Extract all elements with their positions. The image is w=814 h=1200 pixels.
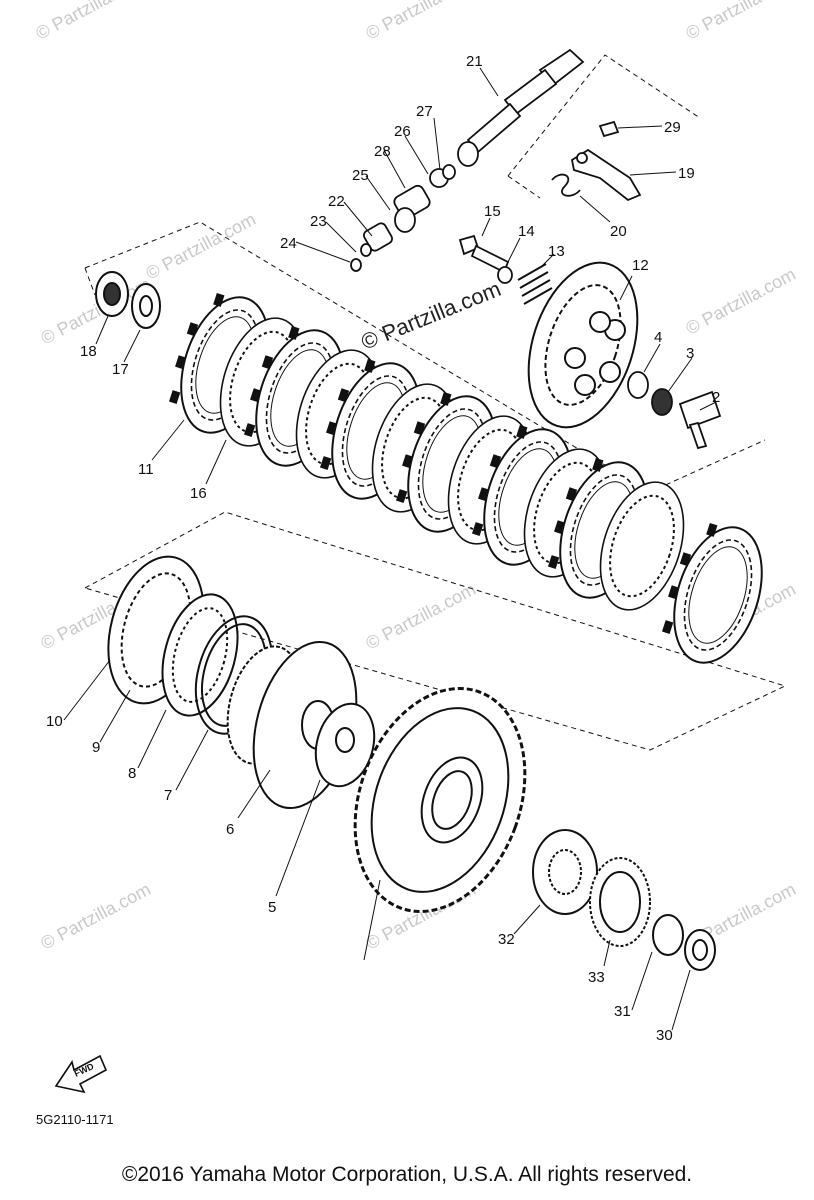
watermark-text: © Partzilla.com — [362, 579, 478, 654]
callout-8: 8 — [128, 765, 136, 782]
callout-13: 13 — [548, 243, 565, 260]
primary-driven-gear — [353, 687, 527, 913]
watermark-text: © Partzilla.com — [682, 0, 798, 44]
clutch-spring — [517, 263, 553, 305]
callout-27: 27 — [416, 103, 433, 120]
clutch-lever-group — [551, 120, 642, 202]
callout-17: 17 — [112, 361, 129, 378]
callout-23: 23 — [310, 213, 327, 230]
watermark-text: © Partzilla.com — [358, 276, 505, 355]
callout-29: 29 — [664, 119, 681, 136]
callout-20: 20 — [610, 223, 627, 240]
callout-24: 24 — [280, 235, 297, 252]
callout-33: 33 — [588, 969, 605, 986]
callout-18: 18 — [80, 343, 97, 360]
callout-26: 26 — [394, 123, 411, 140]
callout-32: 32 — [498, 931, 515, 948]
cushion-ring-set — [107, 555, 274, 735]
watermark-text: © Partzilla.com — [32, 0, 148, 44]
clutch-pack-outline-lower — [84, 267, 651, 501]
push-rod-assembly — [350, 48, 585, 272]
pressure-plate — [527, 261, 639, 429]
bolt — [458, 234, 513, 284]
callout-16: 16 — [190, 485, 207, 502]
callout-7: 7 — [164, 787, 172, 804]
washer — [684, 929, 716, 971]
forward-arrow-icon: FWD — [54, 1054, 108, 1094]
lever-group-outline — [507, 54, 701, 199]
callout-19: 19 — [678, 165, 695, 182]
watermark-text: © Partzilla.com — [37, 879, 153, 954]
callout-31: 31 — [614, 1003, 631, 1020]
copyright-notice: ©2016 Yamaha Motor Corporation, U.S.A. A… — [121, 1163, 693, 1186]
leader-lines — [63, 67, 717, 1031]
drawing-code: 5G2110-1171 — [36, 1112, 114, 1127]
callout-22: 22 — [328, 193, 345, 210]
watermark-text: © Partzilla.com — [362, 0, 478, 44]
callout-11: 11 — [138, 461, 154, 478]
callout-15: 15 — [484, 203, 501, 220]
callout-14: 14 — [518, 223, 535, 240]
callout-4: 4 — [654, 329, 662, 346]
bearing — [532, 829, 598, 915]
clutch-pack-outline — [84, 221, 766, 493]
thrust-washer — [314, 702, 376, 788]
callout-28: 28 — [374, 143, 391, 160]
lock-washer — [131, 283, 161, 329]
callout-10: 10 — [46, 713, 63, 730]
callout-6: 6 — [226, 821, 234, 838]
callout-2: 2 — [712, 389, 720, 406]
clutch-plate-stack — [157, 282, 779, 675]
callout-30: 30 — [656, 1027, 673, 1044]
callout-21: 21 — [466, 53, 483, 70]
callout-12: 12 — [632, 257, 649, 274]
watermark-text: © Partzilla.com — [142, 209, 258, 284]
clutch-nut — [95, 271, 129, 317]
callout-5: 5 — [268, 899, 276, 916]
callout-9: 9 — [92, 739, 100, 756]
needle-bearing — [589, 857, 651, 947]
callout-25: 25 — [352, 167, 369, 184]
watermark-text: © Partzilla.com — [682, 264, 798, 339]
callout-3: 3 — [686, 345, 694, 362]
spacer — [652, 914, 684, 956]
